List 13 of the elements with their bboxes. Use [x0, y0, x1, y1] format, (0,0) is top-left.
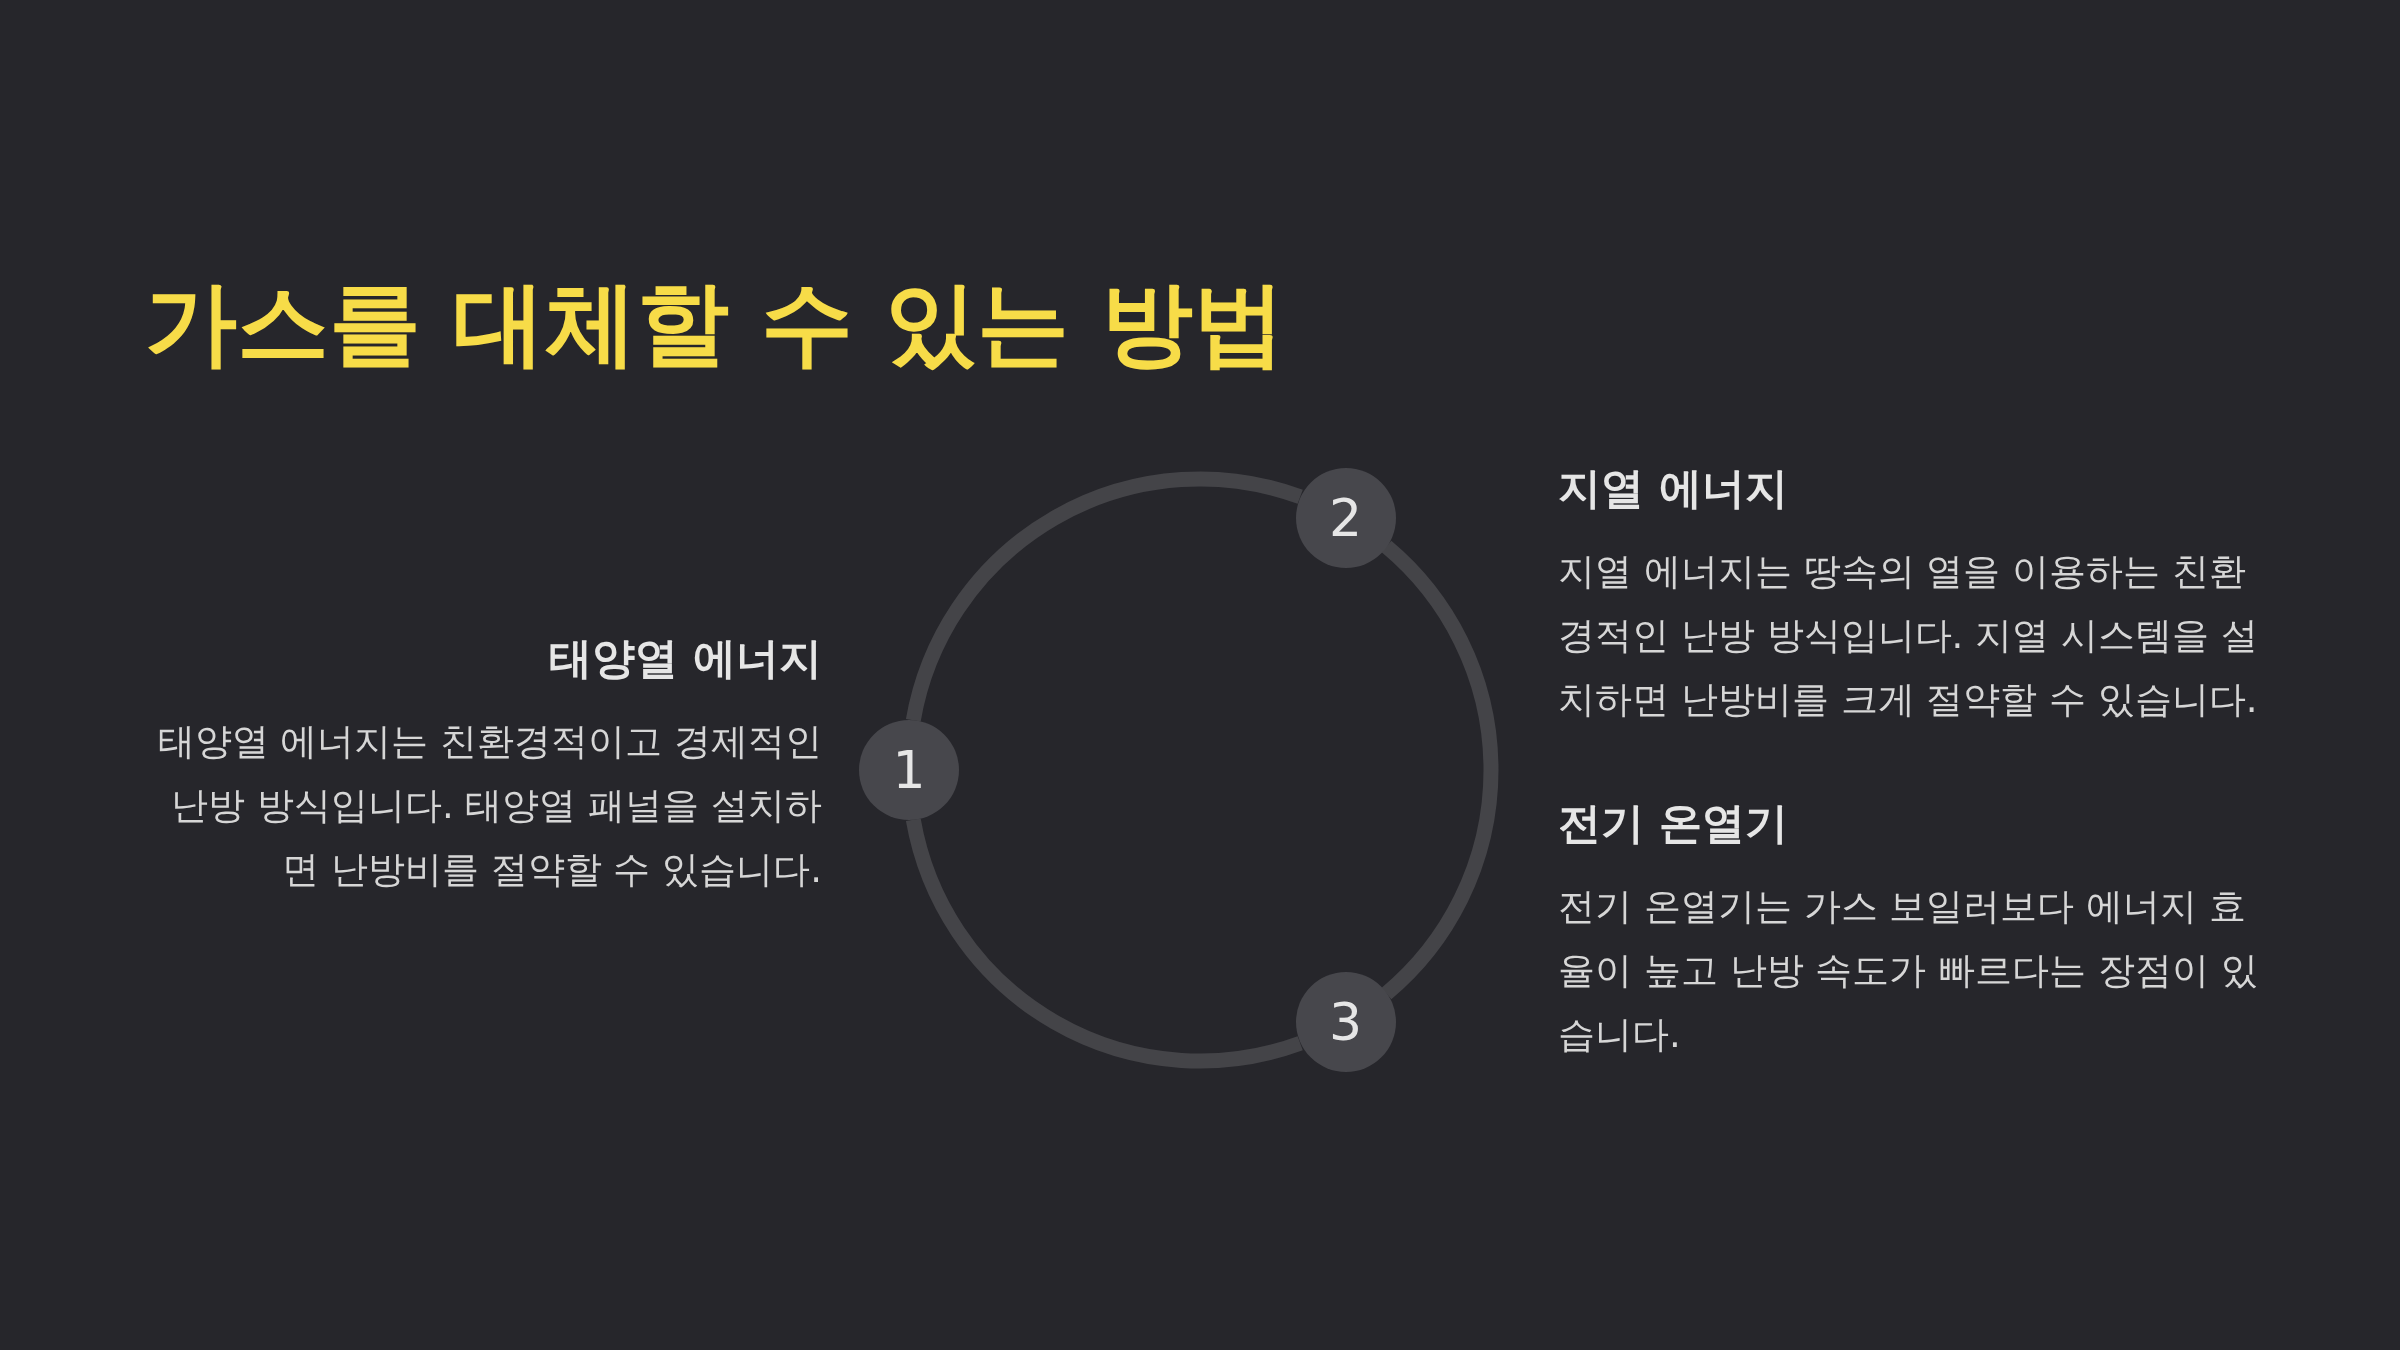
section-description: 전기 온열기는 가스 보일러보다 에너지 효율이 높고 난방 속도가 빠르다는 장점이 있습니다. — [1558, 884, 2258, 1058]
ring-arc — [906, 471, 1303, 722]
section-description: 태양열 에너지는 친환경적이고 경제적인 난방 방식입니다. 태양열 패널을 설치하면 난방비를 절약할 수 있습니다. — [156, 719, 822, 893]
step-number: 1 — [892, 740, 926, 800]
step-number: 3 — [1328, 992, 1363, 1052]
section-heading: 태양열 에너지 — [548, 632, 822, 685]
ring-arc — [906, 818, 1303, 1069]
section-heading: 지열 에너지 — [1558, 462, 1789, 515]
ring-arc — [1381, 541, 1499, 999]
section-heading: 전기 온열기 — [1558, 797, 1789, 850]
step-number: 2 — [1328, 488, 1363, 548]
slide-title: 가스를 대체할 수 있는 방법 — [145, 269, 1286, 379]
section-description: 지열 에너지는 땅속의 열을 이용하는 친환경적인 난방 방식입니다. 지열 시스템을 설치하면 난방비를 크게 절약할 수 있습니다. — [1558, 549, 2258, 723]
